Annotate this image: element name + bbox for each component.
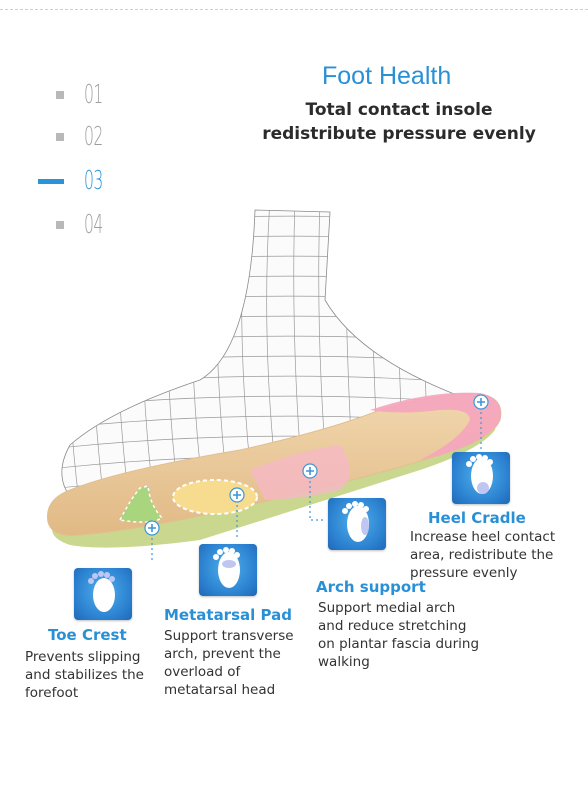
- arch-support-foot-icon: [328, 498, 386, 550]
- plus-marker-heel: [473, 394, 489, 410]
- desc-line: forefoot: [25, 685, 79, 701]
- toe-crest-description: Prevents slipping and stabilizes the for…: [25, 648, 165, 702]
- desc-line: Prevents slipping: [25, 649, 141, 665]
- heel-cradle-title: Heel Cradle: [428, 509, 526, 527]
- plus-marker-arch: [302, 463, 318, 479]
- toe-crest-title: Toe Crest: [48, 626, 127, 644]
- subtitle-line-1: Total contact insole: [305, 100, 493, 120]
- heel-cradle-description: Increase heel contact area, redistribute…: [410, 528, 586, 582]
- toe-crest-foot-icon: [74, 568, 132, 620]
- plus-marker-toe-crest: [144, 520, 160, 536]
- step-01[interactable]: 01: [0, 80, 140, 110]
- heel-cradle-foot-icon: [452, 452, 510, 504]
- desc-line: area, redistribute the: [410, 547, 554, 563]
- desc-line: metatarsal head: [164, 682, 276, 698]
- step-number: 02: [84, 122, 103, 152]
- step-number: 03: [84, 166, 103, 196]
- metatarsal-pad-title: Metatarsal Pad: [164, 606, 292, 624]
- arch-support-title: Arch support: [316, 578, 426, 596]
- page-subtitle: Total contact insole redistribute pressu…: [244, 98, 554, 146]
- step-03-active[interactable]: 03: [0, 166, 140, 196]
- plus-marker-metatarsal: [229, 487, 245, 503]
- step-dot: [56, 221, 64, 229]
- desc-line: on plantar fascia during: [318, 636, 480, 652]
- desc-line: and reduce stretching: [318, 618, 467, 634]
- desc-line: walking: [318, 654, 370, 670]
- metatarsal-pad-description: Support transverse arch, prevent the ove…: [164, 627, 314, 699]
- foot-insole-illustration: [46, 209, 502, 560]
- step-dot: [56, 133, 64, 141]
- toe-crest-zone: [118, 485, 164, 523]
- desc-line: arch, prevent the: [164, 646, 281, 662]
- step-dot: [56, 91, 64, 99]
- page-title: Foot Health: [322, 62, 452, 90]
- metatarsal-pad-foot-icon: [199, 544, 257, 596]
- step-04[interactable]: 04: [0, 210, 140, 240]
- step-number: 04: [84, 210, 103, 240]
- desc-line: Increase heel contact: [410, 529, 556, 545]
- desc-line: Support medial arch: [318, 600, 456, 616]
- step-active-bar: [38, 178, 64, 184]
- subtitle-line-2: redistribute pressure evenly: [262, 124, 536, 144]
- top-dashed-divider: [0, 9, 588, 10]
- desc-line: Support transverse: [164, 628, 294, 644]
- desc-line: and stabilizes the: [25, 667, 144, 683]
- metatarsal-pad-zone: [172, 479, 258, 515]
- desc-line: pressure evenly: [410, 565, 518, 581]
- arch-support-description: Support medial arch and reduce stretchin…: [318, 599, 508, 671]
- heel-cradle-zone: [370, 392, 501, 460]
- plus-markers: [144, 394, 489, 536]
- step-02[interactable]: 02: [0, 122, 140, 152]
- desc-line: overload of: [164, 664, 241, 680]
- step-number: 01: [84, 80, 103, 110]
- arch-support-zone: [250, 445, 350, 500]
